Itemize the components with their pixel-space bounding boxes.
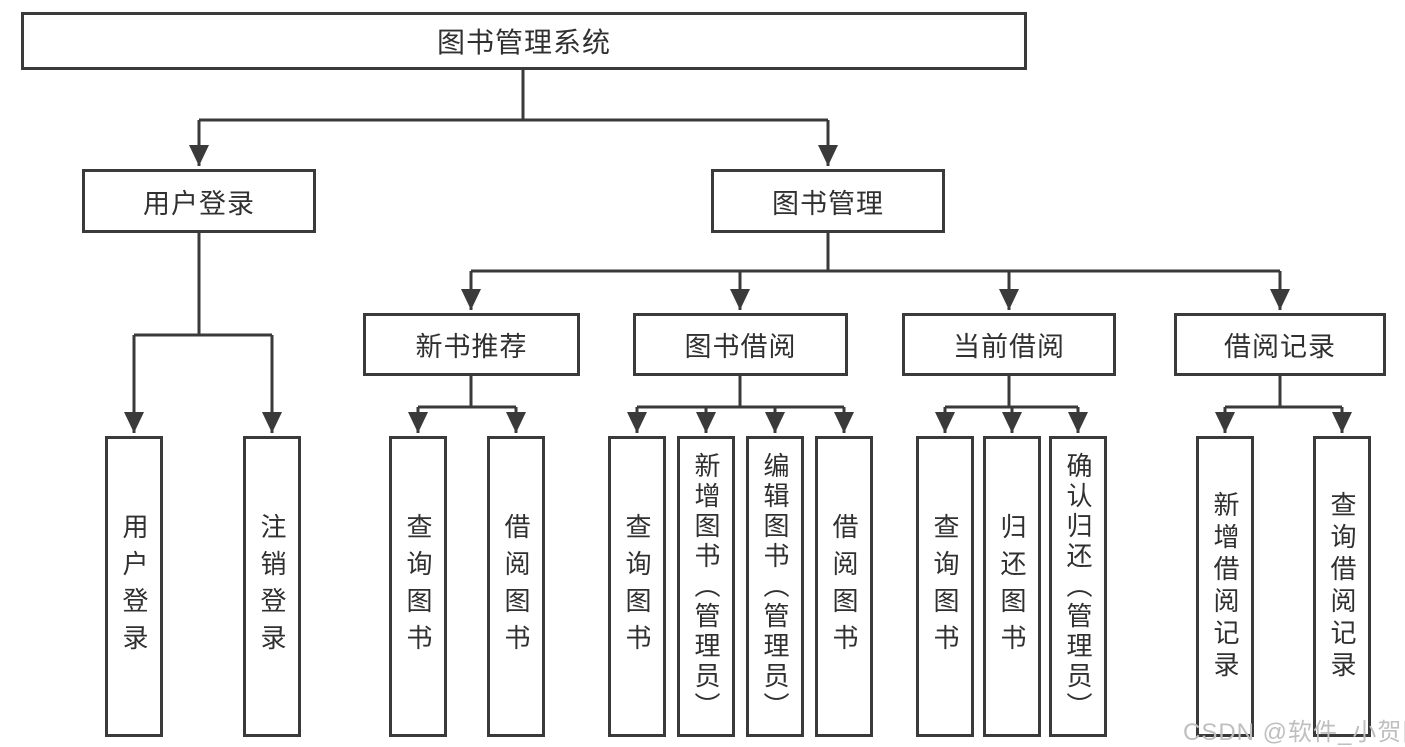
node-return-books: 归还图书	[983, 436, 1041, 737]
node-search-borrow-record: 查询借阅记录	[1313, 436, 1371, 737]
node-confirm-return-admin: 确认归还（管理员）	[1049, 436, 1107, 737]
node-add-book-admin: 新增图书（管理员）	[677, 436, 735, 737]
node-borrow-books: 借阅图书	[815, 436, 873, 737]
node-user-login: 用户登录	[82, 169, 316, 233]
node-borrow-books-recommend: 借阅图书	[487, 436, 545, 737]
node-user-login-action: 用户登录	[105, 436, 163, 737]
node-edit-book-admin: 编辑图书（管理员）	[746, 436, 804, 737]
node-book-management: 图书管理	[711, 169, 945, 233]
node-search-books-borrow: 查询图书	[608, 436, 666, 737]
node-book-borrowing: 图书借阅	[633, 313, 848, 376]
node-library-system: 图书管理系统	[21, 12, 1027, 70]
node-search-books-current: 查询图书	[916, 436, 974, 737]
node-logout-action: 注销登录	[243, 436, 301, 737]
node-search-books-recommend: 查询图书	[389, 436, 447, 737]
watermark: CSDN @软件_小贺同学	[1183, 719, 1405, 746]
node-current-borrowing: 当前借阅	[902, 313, 1116, 376]
node-new-book-recommendation: 新书推荐	[363, 313, 580, 376]
node-add-borrow-record: 新增借阅记录	[1196, 436, 1254, 737]
node-borrowing-records: 借阅记录	[1174, 313, 1386, 376]
